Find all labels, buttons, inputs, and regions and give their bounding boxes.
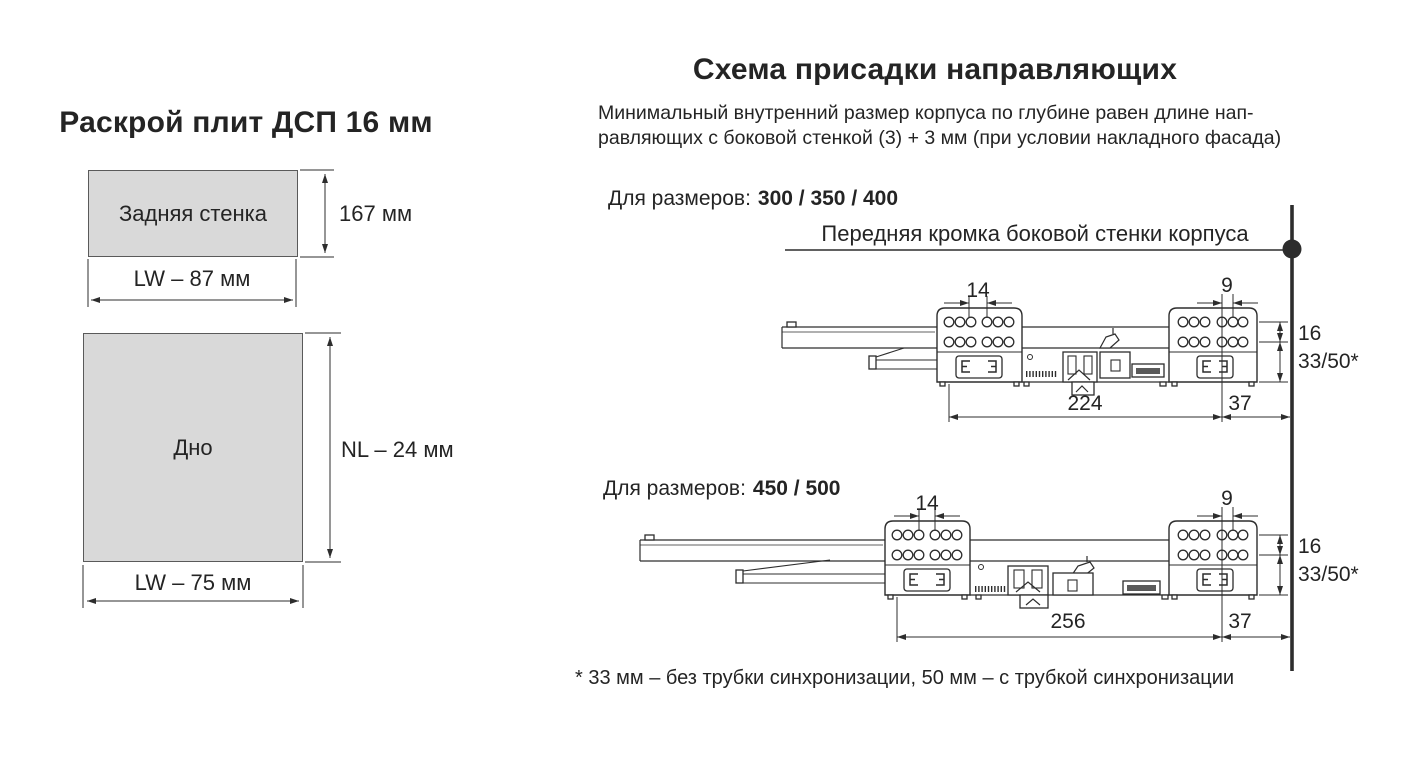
back-wall-label: Задняя стенка bbox=[118, 200, 267, 226]
bottom-plate-label: Дно bbox=[173, 434, 213, 460]
dim1-hole-row-gap: 16 bbox=[1298, 322, 1322, 345]
dim1-edge-offset: 37 bbox=[1228, 392, 1252, 415]
dim1-hole-pitch-front: 14 bbox=[966, 279, 990, 302]
dim2-vertical-offset: 33/50* bbox=[1298, 563, 1359, 586]
footnote: * 33 мм – без трубки синхронизации, 50 м… bbox=[575, 667, 1235, 689]
sizes-row-2-values: 450 / 500 bbox=[752, 477, 841, 500]
sizes-row-1-values: 300 / 350 / 400 bbox=[757, 187, 899, 210]
bottom-width-dim: LW – 75 мм bbox=[134, 570, 252, 595]
front-edge-label: Передняя кромка боковой стенки корпуса bbox=[821, 221, 1249, 246]
dim2-hole-distance: 256 bbox=[1050, 610, 1086, 633]
sizes-row-2: Для размеров: 450 / 500 bbox=[603, 477, 841, 501]
sizes-row-2-label: Для размеров: bbox=[603, 477, 746, 500]
right-panel-title: Схема присадки направляющих bbox=[692, 53, 1178, 86]
dim1-vertical-offset: 33/50* bbox=[1298, 350, 1359, 373]
description-line-1: Минимальный внутренний размер корпуса по… bbox=[598, 102, 1254, 124]
dim2-hole-pitch-rear: 9 bbox=[1221, 487, 1233, 510]
description-line-2: равляющих с боковой стенкой (3) + 3 мм (… bbox=[598, 126, 1282, 149]
left-panel-title: Раскрой плит ДСП 16 мм bbox=[59, 106, 433, 139]
dim2-edge-offset: 37 bbox=[1228, 610, 1252, 633]
description: Минимальный внутренний размер корпуса по… bbox=[598, 101, 1318, 150]
sizes-row-1-label: Для размеров: bbox=[608, 187, 751, 210]
dim1-hole-distance: 224 bbox=[1067, 392, 1103, 415]
back-wall-width-dim: LW – 87 мм bbox=[133, 266, 251, 291]
dim1-hole-pitch-rear: 9 bbox=[1221, 274, 1233, 297]
dim2-hole-pitch-front: 14 bbox=[915, 492, 939, 515]
dim2-hole-row-gap: 16 bbox=[1298, 535, 1322, 558]
back-wall-height-dim: 167 мм bbox=[339, 201, 413, 226]
bottom-height-dim: NL – 24 мм bbox=[341, 437, 454, 462]
bottom-plate: Дно bbox=[83, 333, 303, 562]
back-wall-plate: Задняя стенка bbox=[88, 170, 298, 257]
sizes-row-1: Для размеров: 300 / 350 / 400 bbox=[608, 187, 898, 211]
